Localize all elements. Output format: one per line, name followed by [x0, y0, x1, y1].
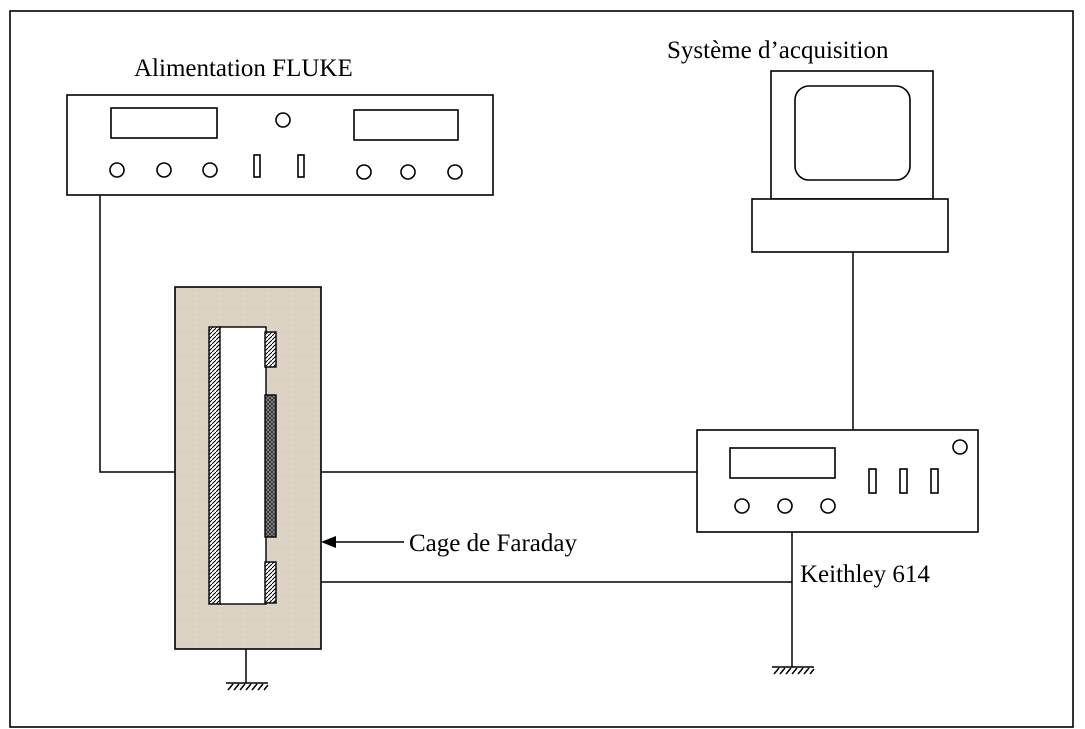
keithley-knob — [777, 498, 793, 514]
supply-display-left — [110, 107, 218, 139]
supply-knob — [156, 162, 172, 178]
supply-knob — [109, 162, 125, 178]
keithley-knob — [820, 498, 836, 514]
supply-switch — [253, 154, 261, 178]
arrow-left-icon — [321, 536, 404, 548]
supply-knob — [400, 164, 416, 180]
ground-symbol-keithley — [772, 666, 815, 675]
measuring-electrode — [264, 394, 277, 538]
acquisition-computer — [751, 70, 949, 253]
keithley-switch — [930, 468, 939, 494]
electrometer-keithley — [696, 429, 979, 533]
ground-symbol-cage — [226, 649, 269, 691]
guard-ring-bottom — [264, 561, 277, 604]
power-supply-label: Alimentation FLUKE — [134, 55, 353, 82]
electrometer-label: Keithley 614 — [800, 561, 930, 588]
keithley-indicator-light — [952, 439, 968, 455]
supply-knob — [356, 164, 372, 180]
supply-knob — [202, 162, 218, 178]
supply-indicator-light — [275, 112, 291, 128]
faraday-cage — [174, 286, 322, 650]
faraday-cage-label: Cage de Faraday — [409, 530, 577, 557]
supply-switch — [297, 154, 305, 178]
power-supply-fluke — [66, 94, 494, 196]
bottom-electrode — [208, 326, 221, 605]
sample — [218, 326, 267, 605]
acquisition-label: Système d’acquisition — [667, 37, 889, 64]
keithley-display — [729, 447, 836, 479]
supply-display-right — [353, 109, 459, 141]
guard-ring-top — [264, 331, 277, 368]
monitor-screen — [794, 85, 911, 181]
supply-knob — [447, 164, 463, 180]
computer-base — [751, 198, 949, 253]
keithley-knob — [734, 498, 750, 514]
keithley-switch — [899, 468, 908, 494]
keithley-switch — [868, 468, 877, 494]
figure-frame — [9, 10, 1074, 728]
